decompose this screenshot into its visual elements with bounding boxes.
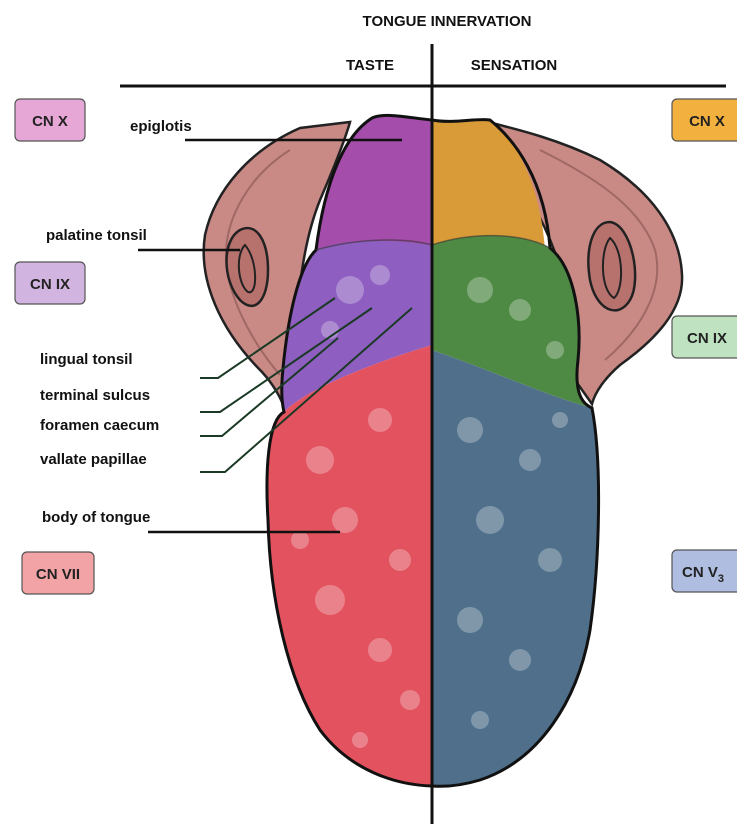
lingual-tonsil-label: lingual tonsil (40, 351, 133, 368)
terminal-sulcus-label: terminal sulcus (40, 387, 150, 404)
epiglottis-label: epiglotis (130, 118, 192, 135)
palatine-tonsil-label: palatine tonsil (46, 227, 147, 244)
sensation-cn-v3-badge: CN V3 (672, 550, 737, 592)
sensation-cn-x-badge: CN X (672, 99, 737, 141)
sensation-anterior-region (432, 350, 599, 786)
svg-text:CN X: CN X (689, 113, 725, 130)
svg-text:CN IX: CN IX (687, 330, 727, 347)
taste-cn-ix-badge: CN IX (15, 262, 85, 304)
sensation-cn-ix-badge: CN IX (672, 316, 737, 358)
foramen-caecum-label: foramen caecum (40, 417, 159, 434)
taste-cn-x-badge: CN X (15, 99, 85, 141)
vallate-papillae-label: vallate papillae (40, 451, 147, 468)
cn-v-subscript: 3 (718, 573, 724, 585)
svg-text:CN IX: CN IX (30, 276, 70, 293)
svg-text:CN X: CN X (32, 113, 68, 130)
sensation-column-heading: SENSATION (471, 57, 557, 74)
svg-text:CN VII: CN VII (36, 566, 80, 583)
diagram-title: TONGUE INNERVATION (363, 13, 532, 30)
taste-column-heading: TASTE (346, 57, 394, 74)
taste-cn-vii-badge: CN VII (22, 552, 94, 594)
body-of-tongue-label: body of tongue (42, 509, 150, 526)
cn-v-text: CN V (682, 564, 718, 581)
